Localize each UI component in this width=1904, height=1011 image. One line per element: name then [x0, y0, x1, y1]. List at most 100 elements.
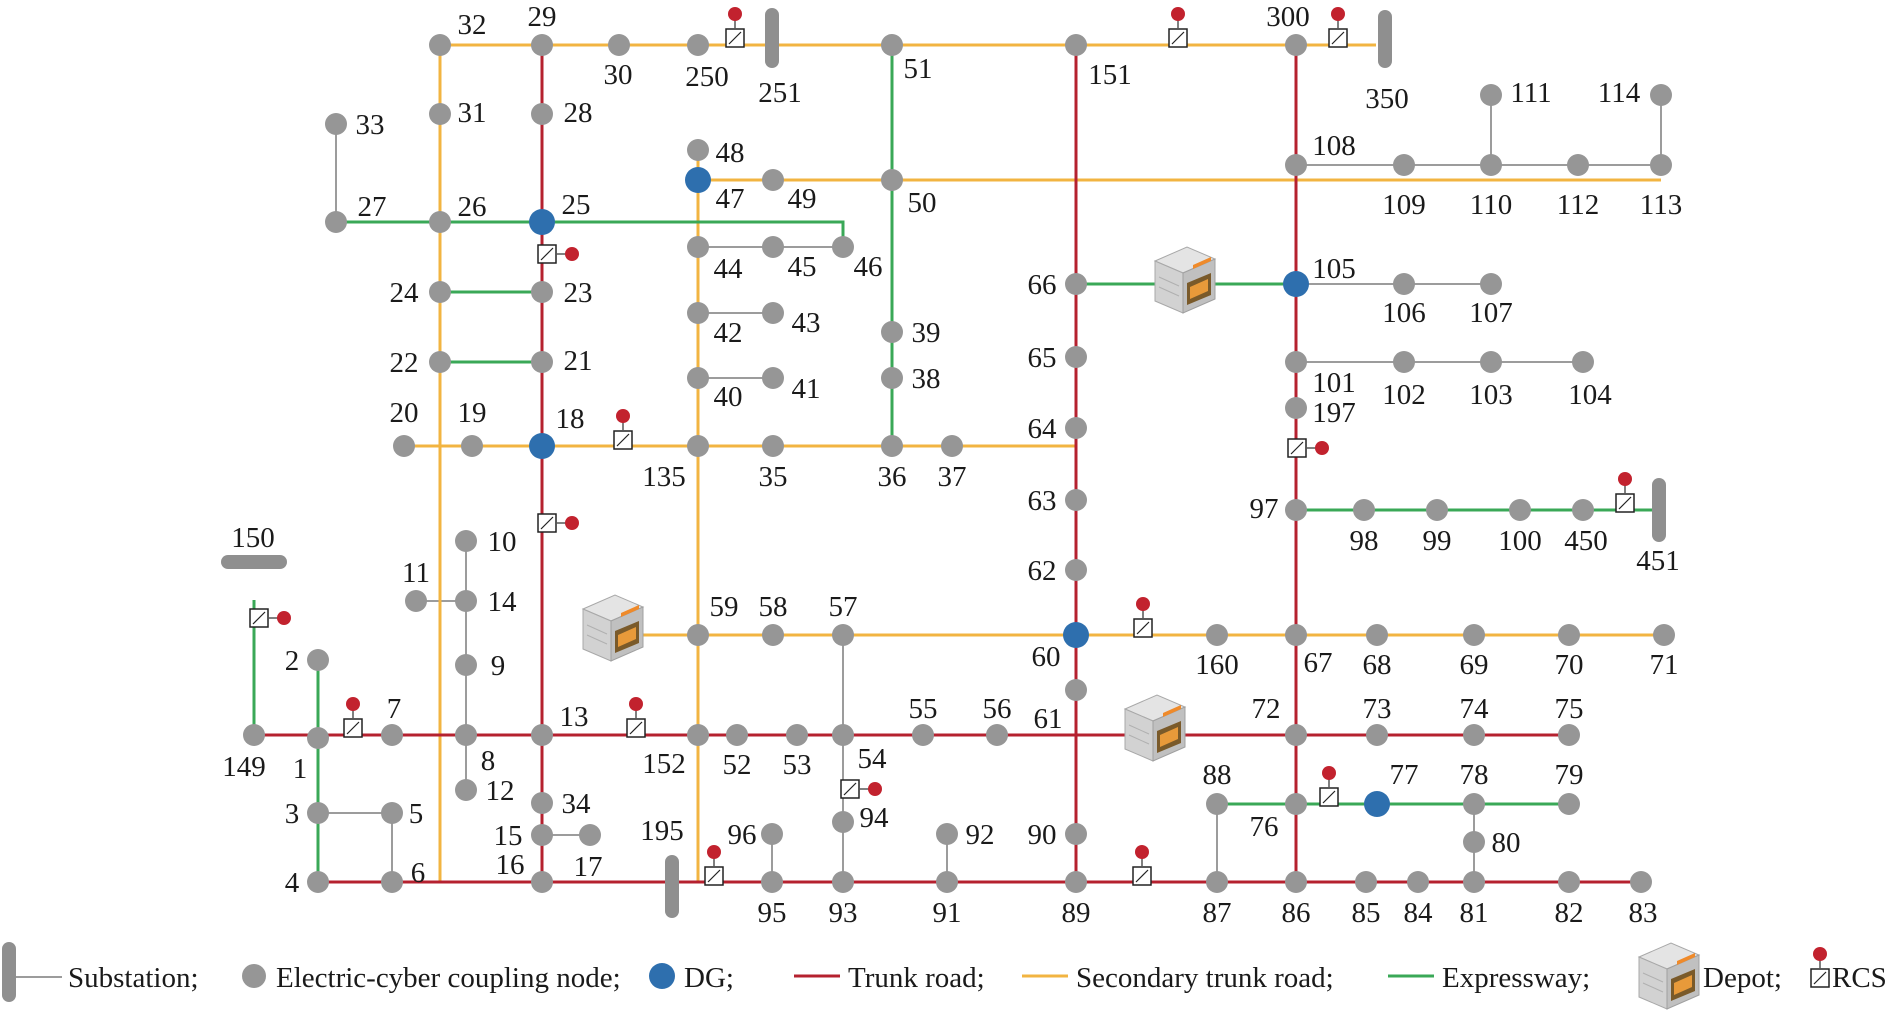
coupling-node — [1065, 871, 1087, 893]
node-label: 451 — [1636, 545, 1680, 577]
node-label: 41 — [792, 373, 821, 405]
rcs-switch-icon — [537, 513, 579, 533]
coupling-node — [1366, 624, 1388, 646]
coupling-node — [1065, 679, 1087, 701]
node-label: 149 — [222, 751, 266, 783]
coupling-node — [687, 724, 709, 746]
node-label: 74 — [1460, 693, 1490, 725]
node-label: 7 — [387, 693, 402, 725]
node-label: 46 — [854, 251, 883, 283]
node-label: 151 — [1088, 59, 1132, 91]
node-label: 35 — [759, 461, 788, 493]
coupling-node — [531, 103, 553, 125]
node-label: 47 — [716, 183, 745, 215]
node-label: 100 — [1498, 525, 1542, 557]
node-label: 78 — [1460, 759, 1489, 791]
node-label: 109 — [1382, 189, 1426, 221]
rcs-switch-icon — [537, 244, 579, 264]
node-label: 150 — [231, 522, 275, 554]
node-label: 106 — [1382, 297, 1426, 329]
node-label: 300 — [1266, 1, 1310, 33]
node-label: 152 — [642, 748, 686, 780]
rcs-switch-icon — [840, 779, 882, 799]
node-label: 36 — [878, 461, 907, 493]
coupling-node — [405, 590, 427, 612]
node-label: 20 — [390, 397, 419, 429]
rcs-switch-icon — [1132, 845, 1152, 886]
coupling-node — [881, 435, 903, 457]
node-label: 79 — [1555, 759, 1584, 791]
legend-node-icon — [242, 964, 266, 988]
node-label: 38 — [912, 363, 941, 395]
coupling-node — [936, 871, 958, 893]
legend-node-label: Electric-cyber coupling node; — [276, 962, 621, 994]
coupling-node — [1393, 154, 1415, 176]
coupling-node — [1285, 871, 1307, 893]
coupling-node — [455, 654, 477, 676]
depot-icon — [581, 594, 645, 662]
node-label: 43 — [792, 307, 821, 339]
node-label: 250 — [685, 61, 729, 93]
coupling-node — [393, 435, 415, 457]
rcs-switch-icon — [1810, 947, 1830, 988]
node-label: 16 — [496, 849, 525, 881]
node-label: 92 — [966, 819, 995, 851]
node-label: 45 — [788, 251, 817, 283]
coupling-node — [1285, 499, 1307, 521]
coupling-node — [832, 871, 854, 893]
coupling-node — [881, 34, 903, 56]
node-label: 28 — [564, 97, 593, 129]
coupling-node — [1480, 273, 1502, 295]
node-label: 17 — [574, 851, 603, 883]
coupling-node — [325, 113, 347, 135]
node-label: 22 — [390, 347, 419, 379]
coupling-node — [1463, 793, 1485, 815]
coupling-node — [429, 281, 451, 303]
node-label: 50 — [908, 187, 937, 219]
coupling-node — [912, 724, 934, 746]
node-label: 99 — [1423, 525, 1452, 557]
legend-trunk-label: Trunk road; — [848, 962, 985, 994]
node-label: 113 — [1640, 189, 1682, 221]
node-label: 14 — [488, 586, 518, 618]
coupling-node — [1480, 351, 1502, 373]
coupling-node — [1285, 793, 1307, 815]
coupling-node — [455, 779, 477, 801]
node-label: 87 — [1203, 897, 1232, 929]
coupling-node — [687, 34, 709, 56]
node-label: 21 — [564, 345, 593, 377]
coupling-node — [1206, 793, 1228, 815]
coupling-node — [429, 34, 451, 56]
coupling-node — [461, 435, 483, 457]
node-label: 42 — [714, 317, 743, 349]
coupling-node — [687, 367, 709, 389]
coupling-node — [381, 724, 403, 746]
node-label: 107 — [1469, 297, 1513, 329]
coupling-node — [761, 871, 783, 893]
node-label: 85 — [1352, 897, 1381, 929]
dg-node — [529, 433, 555, 459]
coupling-node — [1065, 346, 1087, 368]
coupling-node — [1558, 624, 1580, 646]
coupling-node — [941, 435, 963, 457]
rcs-switch-icon — [626, 697, 646, 738]
coupling-node — [307, 871, 329, 893]
coupling-node — [531, 351, 553, 373]
node-label: 48 — [716, 137, 745, 169]
node-label: 1 — [293, 753, 308, 785]
coupling-node — [936, 823, 958, 845]
coupling-node — [1285, 351, 1307, 373]
node-label: 102 — [1382, 379, 1426, 411]
coupling-node — [429, 103, 451, 125]
node-label: 62 — [1028, 555, 1057, 587]
coupling-node — [1353, 499, 1375, 521]
coupling-node — [762, 169, 784, 191]
legend-rcs-label: RCS — [1832, 962, 1887, 994]
node-label: 31 — [458, 97, 487, 129]
coupling-node — [1653, 624, 1675, 646]
node-label: 11 — [402, 557, 430, 589]
nodes — [243, 34, 1675, 893]
dg-node — [529, 209, 555, 235]
